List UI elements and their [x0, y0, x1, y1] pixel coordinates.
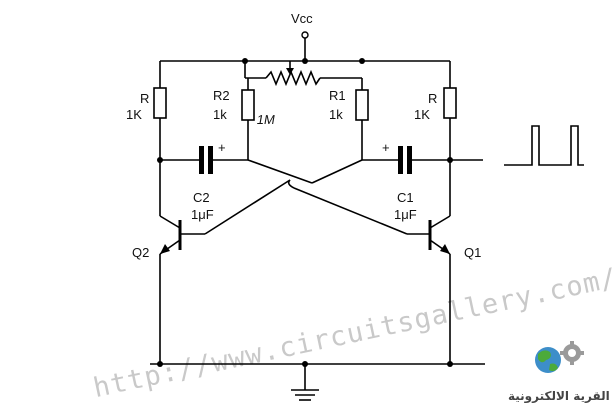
- q1-label: Q1: [464, 245, 481, 260]
- vcc-label: Vcc: [291, 11, 313, 26]
- c2-polarity: +: [218, 140, 226, 155]
- junction-dot: [447, 361, 453, 367]
- transistor-q2: Q2: [132, 160, 205, 364]
- junction-dot: [359, 58, 365, 64]
- r1-value: 1k: [329, 107, 343, 122]
- vcc-terminal: Vcc: [291, 11, 313, 61]
- r-left-value: 1K: [126, 107, 142, 122]
- r-right-name: R: [428, 91, 437, 106]
- resistor-r1: R1 1k: [329, 88, 369, 160]
- logo-text: القرية الالكترونية: [508, 389, 610, 404]
- resistor-r-left: R 1K: [126, 61, 167, 160]
- r-right-value: 1K: [414, 107, 430, 122]
- resistor-r2: R2 1k: [213, 88, 255, 160]
- r2-value: 1k: [213, 107, 227, 122]
- globe-gear-icon: [535, 341, 584, 373]
- transistor-q1: Q1: [407, 160, 481, 364]
- potentiometer-1m: 1M: [244, 61, 363, 127]
- capacitor-c1: + C1 1μF: [362, 140, 483, 222]
- capacitor-c2: + C2 1μF: [160, 140, 248, 222]
- junction-dot: [302, 58, 308, 64]
- r2-name: R2: [213, 88, 230, 103]
- cross-coupling: [204, 159, 408, 235]
- c2-value: 1μF: [191, 207, 214, 222]
- resistor-r-right: R 1K: [414, 61, 457, 160]
- r1-name: R1: [329, 88, 346, 103]
- c1-name: C1: [397, 190, 414, 205]
- pot-value: 1M: [256, 112, 277, 127]
- c1-value: 1μF: [394, 207, 417, 222]
- c1-polarity: +: [382, 140, 390, 155]
- q2-label: Q2: [132, 245, 149, 260]
- square-wave-icon: [504, 125, 584, 166]
- c2-name: C2: [193, 190, 210, 205]
- watermark-text: http://www.circuitsgallery.com/: [91, 262, 614, 404]
- junction-dot: [157, 361, 163, 367]
- ground-icon: [291, 364, 319, 401]
- r-left-name: R: [140, 91, 149, 106]
